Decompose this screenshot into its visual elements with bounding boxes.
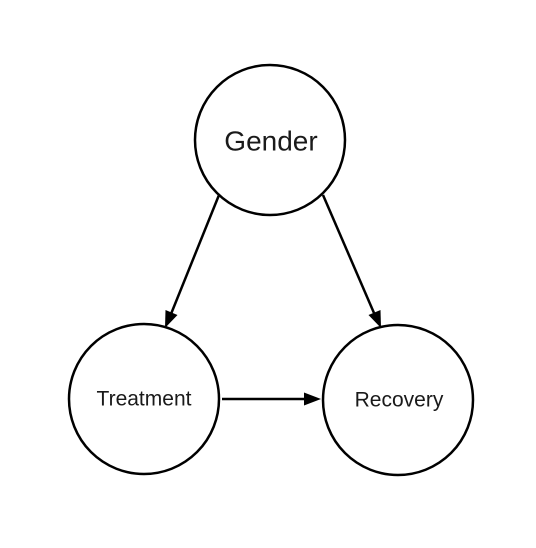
node-recovery-label: Recovery bbox=[355, 389, 444, 412]
edge-gender-recovery bbox=[321, 194, 376, 314]
node-gender: Gender bbox=[193, 63, 347, 217]
node-treatment-label: Treatment bbox=[97, 388, 192, 411]
node-recovery: Recovery bbox=[321, 323, 475, 477]
edges bbox=[165, 194, 381, 406]
arrowhead-gender-treatment bbox=[165, 310, 178, 328]
node-gender-circle bbox=[193, 63, 347, 217]
node-treatment: Treatment bbox=[67, 322, 221, 476]
arrowhead-treatment-recovery bbox=[304, 392, 321, 406]
arrowhead-gender-recovery bbox=[368, 310, 381, 328]
node-treatment-circle bbox=[67, 322, 221, 476]
node-recovery-circle bbox=[321, 323, 475, 477]
edge-gender-treatment bbox=[169, 194, 221, 315]
node-gender-label: Gender bbox=[224, 126, 317, 157]
